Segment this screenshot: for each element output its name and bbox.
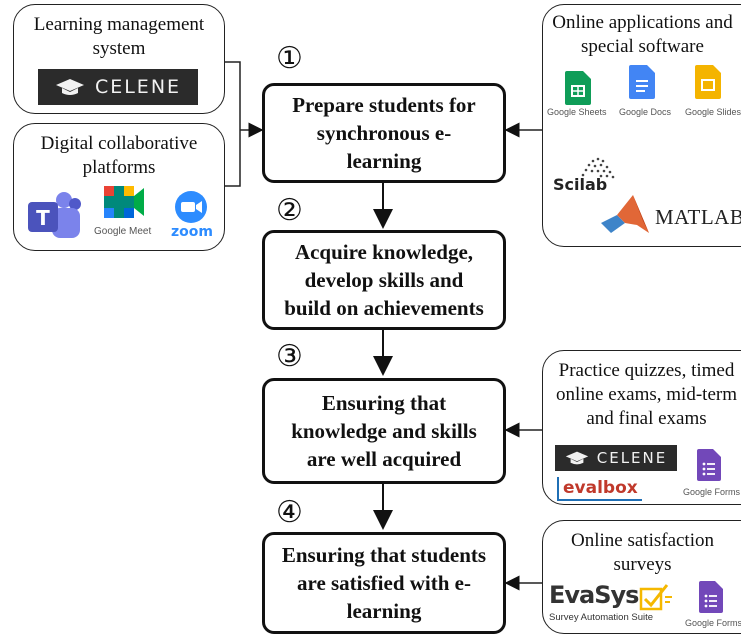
surveys-title: Online satisfaction surveys: [571, 530, 714, 575]
step-1-text: Prepare students for synchronous e-learn…: [292, 93, 476, 173]
google-forms-icon: [699, 581, 723, 613]
lms-box: Learning management system CELENE: [13, 4, 225, 114]
step-4-number: ④: [276, 495, 303, 530]
google-docs-label: Google Docs: [619, 107, 672, 117]
google-forms-label: Google Forms: [683, 487, 741, 497]
lms-connector: [225, 61, 241, 187]
step-1-box: Prepare students for synchronous e-learn…: [262, 83, 506, 183]
step-3-text: Ensuring that knowledge and skills are w…: [291, 391, 477, 471]
zoom-icon: [175, 191, 207, 223]
google-forms-icon: [697, 449, 721, 481]
exams-box: Practice quizzes, timed online exams, mi…: [542, 350, 741, 505]
platforms-title: Digital collaborative platforms: [40, 133, 198, 178]
matlab-label: MATLAB: [655, 205, 741, 229]
evasys-logo: EvaSys Survey Automation Suite: [549, 581, 679, 627]
platforms-box: Digital collaborative platforms T Google…: [13, 123, 225, 251]
zoom-label: zoom: [171, 224, 213, 240]
checkbox-icon: [639, 584, 672, 611]
evalbox-label: evalbox: [563, 478, 638, 498]
exams-celene-label: CELENE: [596, 449, 668, 467]
google-docs-icon: [629, 65, 655, 99]
step-3-number: ③: [276, 339, 303, 374]
scilab-dots-icon: [581, 157, 615, 179]
google-meet-label: Google Meet: [94, 226, 152, 237]
evalbox-logo: evalbox: [557, 477, 642, 501]
evasys-sub-label: Survey Automation Suite: [549, 612, 654, 623]
graduation-cap-icon: [55, 79, 84, 95]
teams-icon: T: [28, 192, 81, 238]
google-sheets-icon: [565, 71, 591, 105]
google-meet-icon: [104, 186, 144, 218]
scilab-logo: Scilab: [553, 155, 633, 195]
step-2-number: ②: [276, 193, 303, 228]
scilab-label: Scilab: [553, 175, 608, 194]
software-box: Online applications and special software…: [542, 4, 741, 247]
step-3-box: Ensuring that knowledge and skills are w…: [262, 378, 506, 484]
exams-celene-logo: CELENE: [555, 445, 677, 471]
step-4-box: Ensuring that students are satisfied wit…: [262, 532, 506, 634]
step-1-number: ①: [276, 41, 303, 76]
google-slides-label: Google Slides: [685, 107, 741, 117]
step-2-text: Acquire knowledge, develop skills and bu…: [284, 240, 484, 320]
google-sheets-label: Google Sheets: [547, 107, 607, 117]
step-2-box: Acquire knowledge, develop skills and bu…: [262, 230, 506, 330]
exams-title: Practice quizzes, timed online exams, mi…: [556, 360, 737, 429]
graduation-cap-icon: [565, 451, 588, 465]
matlab-icon: [601, 195, 649, 233]
software-title: Online applications and special software: [552, 12, 733, 57]
step-4-text: Ensuring that students are satisfied wit…: [281, 543, 487, 623]
google-slides-icon: [695, 65, 721, 99]
lms-title: Learning management system: [33, 14, 205, 59]
celene-logo: CELENE: [38, 69, 198, 105]
evasys-label: EvaSys: [549, 581, 639, 609]
svg-text:T: T: [36, 206, 50, 230]
surveys-forms-label: Google Forms: [685, 618, 741, 628]
celene-label: CELENE: [94, 76, 182, 98]
surveys-box: Online satisfaction surveys EvaSys Surve…: [542, 520, 741, 634]
